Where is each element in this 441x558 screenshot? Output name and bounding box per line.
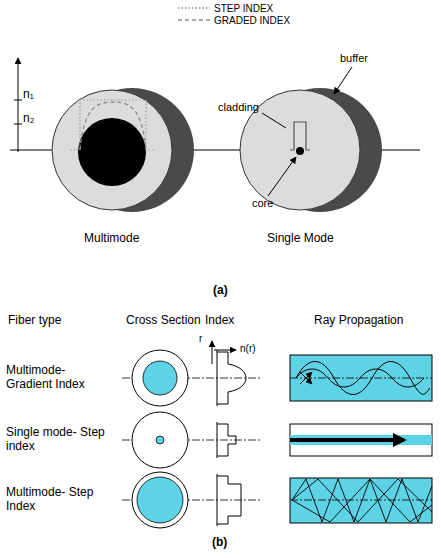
leader-lines <box>262 67 352 196</box>
step-index-row <box>122 472 432 528</box>
legend-sample <box>176 3 214 13</box>
part-label: cladding <box>218 101 259 114</box>
legend-text: STEP INDEX <box>214 3 273 14</box>
legend-text: GRADED INDEX <box>214 15 290 26</box>
column-header: Fiber type <box>8 314 61 328</box>
part-label: core <box>252 197 273 210</box>
axis-label: n₁ <box>23 88 34 102</box>
row-label: Single mode- Step index <box>6 426 110 454</box>
caption-label: Single Mode <box>267 232 334 246</box>
row-label: Multimode- Step Index <box>6 486 110 514</box>
part-label: buffer <box>340 52 368 65</box>
axis-label: r <box>199 333 202 345</box>
single-mode-row <box>122 412 432 468</box>
column-header: Cross Section <box>126 314 201 328</box>
axis-label: n(r) <box>240 343 256 355</box>
row-label: Multimode- Gradient Index <box>6 364 110 392</box>
legend-sample <box>176 15 214 25</box>
graded-index-row <box>122 341 432 406</box>
axis-label: n₂ <box>23 112 34 126</box>
figure-label: (a) <box>213 284 228 298</box>
legend-entry: GRADED INDEX <box>176 14 290 26</box>
column-header: Index <box>205 314 234 328</box>
caption-label: Multimode <box>84 232 139 246</box>
legend-entry: STEP INDEX <box>176 2 290 14</box>
figure-label: (b) <box>212 536 227 550</box>
legend: STEP INDEXGRADED INDEX <box>176 2 290 26</box>
column-header: Ray Propagation <box>314 314 403 328</box>
multimode-fiber <box>52 88 194 212</box>
single-mode-fiber <box>240 88 382 212</box>
